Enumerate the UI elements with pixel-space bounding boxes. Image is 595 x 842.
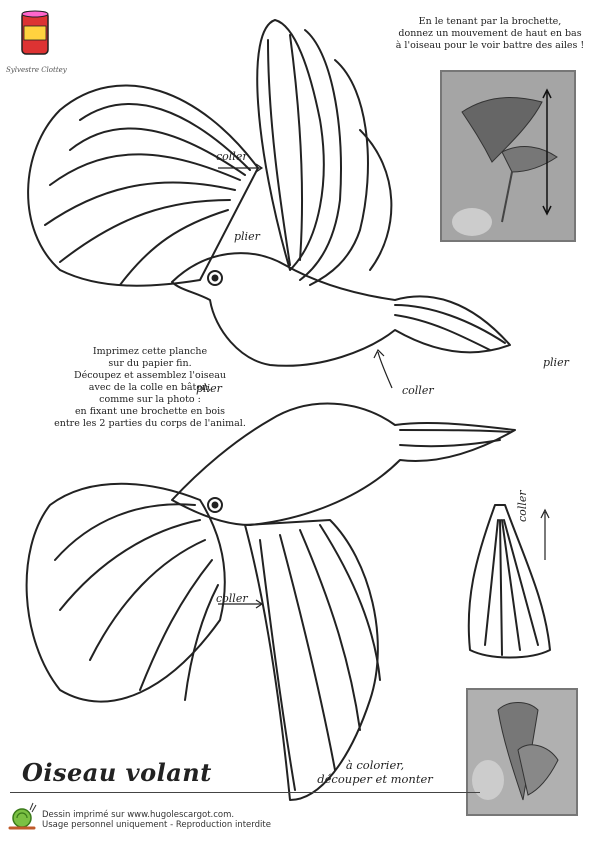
instruction-line: entre les 2 parties du corps de l'animal… <box>54 418 246 429</box>
tail-piece <box>467 504 551 659</box>
bottom-left-wing <box>25 482 226 703</box>
instruction-line: Découpez et assemblez l'oiseau <box>73 370 227 381</box>
label-coller-top-wing: coller <box>216 150 248 163</box>
instruction-line: en fixant une brochette en bois <box>74 406 226 417</box>
top-left-wing <box>27 84 259 287</box>
caption-line: donnez un mouvement de haut en bas <box>398 28 582 39</box>
subtitle-line: à colorier, <box>345 758 405 772</box>
page-subtitle: à colorier, découper et monter <box>300 758 450 786</box>
bird-photo-image <box>442 72 574 240</box>
upper-body <box>171 252 511 367</box>
label-coller-middle: coller <box>402 384 434 397</box>
can-logo-icon <box>21 10 49 55</box>
subtitle-line: découper et monter <box>317 772 433 786</box>
label-coller-tail: coller <box>516 490 529 522</box>
instruction-line: avec de la colle en bâton, <box>88 382 212 393</box>
caption-line: En le tenant par la brochette, <box>418 16 562 27</box>
snail-logo <box>8 800 38 834</box>
footer-line: Dessin imprimé sur www.hugolescargot.com… <box>42 810 235 820</box>
brand-logo: Sylvestre Clottey <box>6 8 67 86</box>
flying-bird-photo <box>440 70 576 242</box>
bottom-right-wing <box>244 519 379 801</box>
snail-icon <box>8 802 37 830</box>
assembly-instructions: Imprimez cette planche sur du papier fin… <box>50 346 250 430</box>
instruction-line: sur du papier fin. <box>108 358 192 369</box>
logo-signature: Sylvestre Clottey <box>6 66 67 74</box>
label-plier-top: plier <box>234 230 260 243</box>
footer-credits: Dessin imprimé sur www.hugolescargot.com… <box>42 810 271 830</box>
instruction-line: comme sur la photo : <box>99 394 201 405</box>
page-title: Oiseau volant <box>22 758 212 787</box>
photo-top-caption: En le tenant par la brochette, donnez un… <box>395 16 585 52</box>
label-plier-right: plier <box>543 356 569 369</box>
label-plier-middle-left: plier <box>196 382 222 395</box>
caption-line: à l'oiseau pour le voir battre des ailes… <box>395 40 585 51</box>
footer-line: Usage personnel uniquement - Reproductio… <box>42 820 271 830</box>
instruction-line: Imprimez cette planche <box>92 346 208 357</box>
assembled-bird-image <box>468 690 576 814</box>
title-underline <box>10 792 480 793</box>
assembled-bird-photo <box>466 688 578 816</box>
top-right-wing <box>256 19 325 271</box>
label-coller-bottom-wing: coller <box>216 592 248 605</box>
